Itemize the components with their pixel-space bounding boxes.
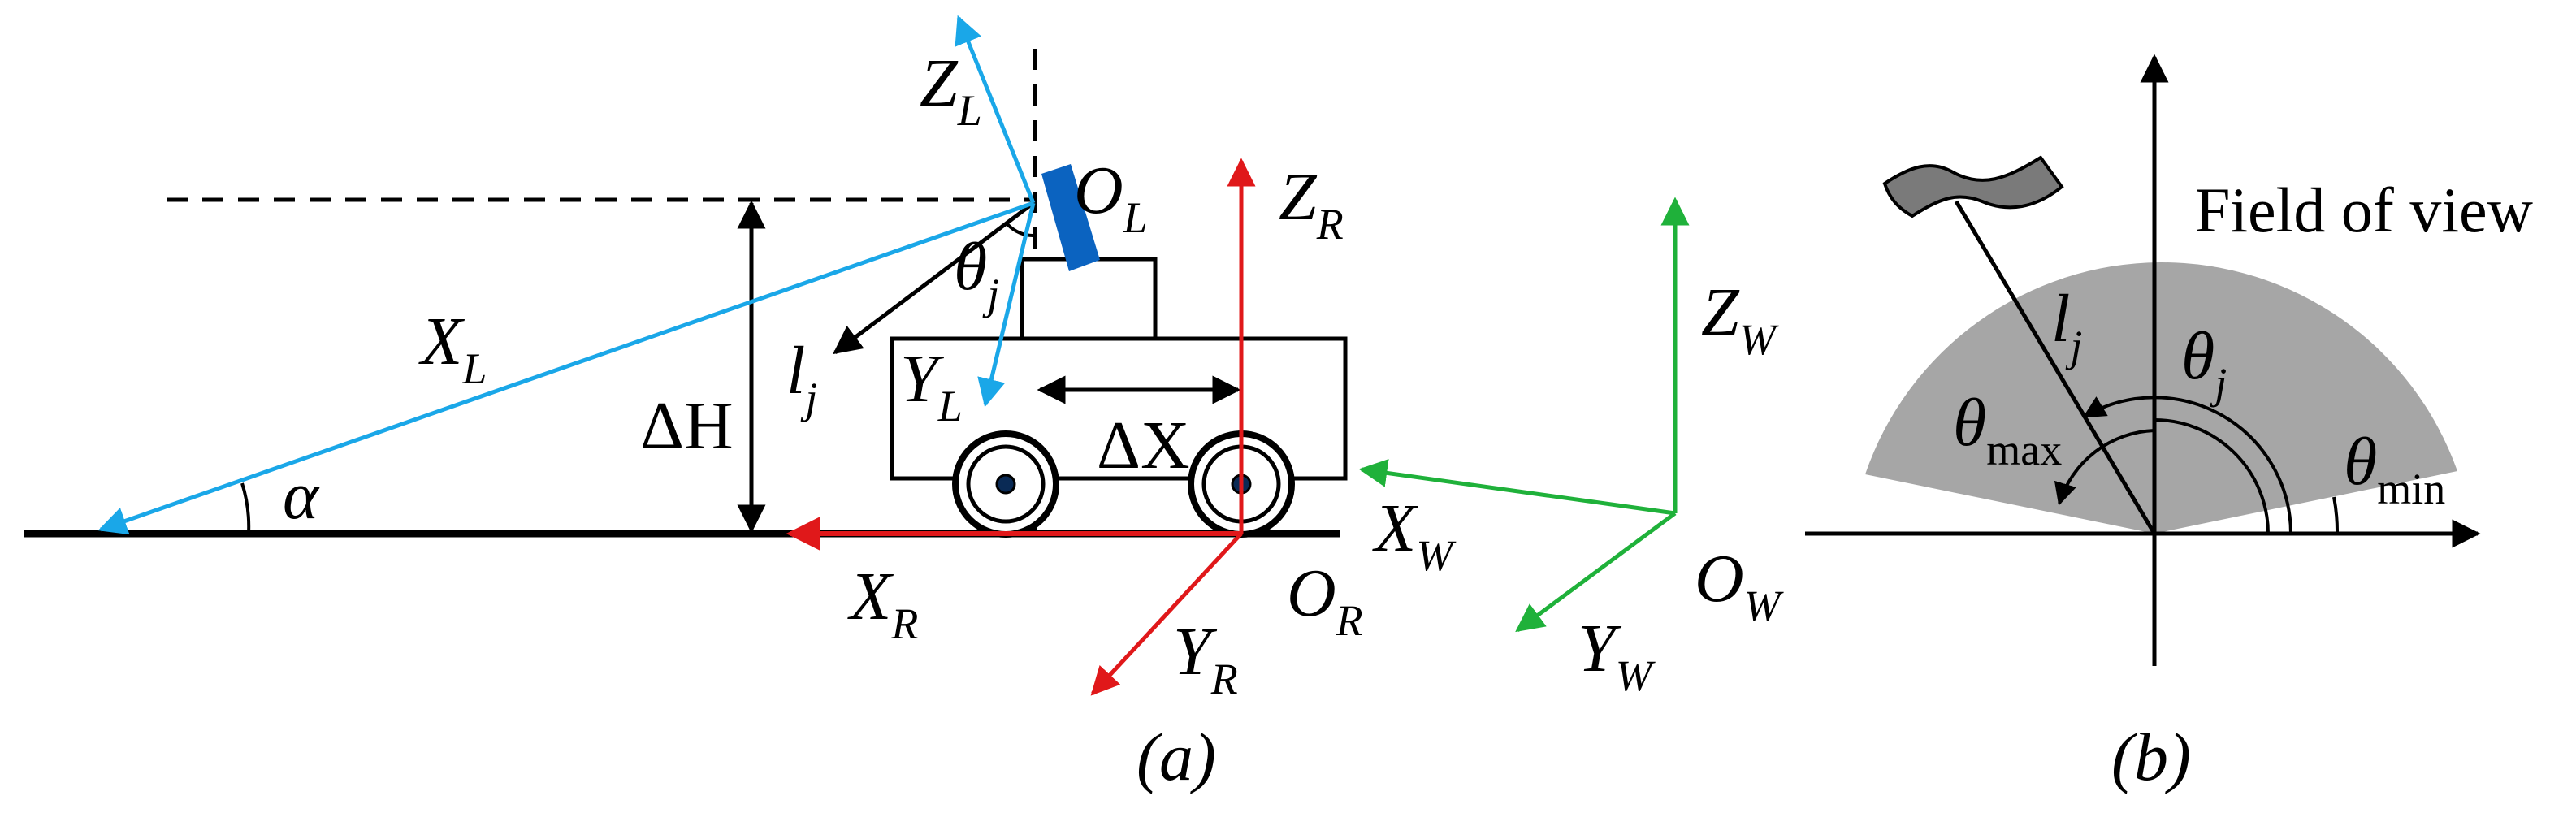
flag-pole-l-j [1954,200,2157,535]
front-wheel [952,430,1059,538]
lidar-z-axis [955,15,1036,204]
theta-j-arc [1006,223,1036,238]
label-l-j-b: lj [2051,281,2082,370]
alpha-arc [240,482,251,534]
theta-j-arc-inner [2154,418,2270,534]
label-o-r: OR [1287,556,1363,645]
robot-y-axis [1090,532,1243,696]
field-of-view-label: Field of view [2195,175,2533,245]
label-delta-h: ΔH [640,388,734,464]
theta-max-arc [2054,429,2155,506]
label-o-l: OL [1074,153,1148,242]
world-x-axis [1358,459,1676,516]
lidar-sensor-icon [1041,164,1100,271]
label-theta-j-a: θj [954,229,999,318]
lidar-y-axis [977,202,1036,408]
theta-min-arc [2332,496,2340,534]
caption-a: (a) [1136,720,1216,795]
robot-cabin [1020,257,1158,341]
caption-b: (b) [2111,720,2191,795]
panel-b: Field of view lj θj θmax θmin (b) [1805,54,2533,795]
label-l-j-a: lj [786,333,817,422]
label-theta-j-b: θj [2181,318,2227,408]
flag-icon [1882,155,2064,218]
label-o-w: OW [1695,541,1785,630]
label-theta-max: θmax [1953,385,2062,474]
panel-a: ZL OL XL θj lj YL ΔH ΔX α ZR XR YR OR ZW… [24,15,1785,795]
label-delta-x: ΔX [1097,408,1190,483]
label-z-r: ZR [1279,159,1344,249]
label-y-l: YL [900,341,963,430]
label-alpha: α [283,458,320,534]
label-x-r: XR [847,559,918,648]
label-x-w: XW [1372,491,1457,580]
label-y-r: YR [1173,614,1238,703]
world-y-axis [1515,511,1677,633]
lidar-x-axis [97,201,1034,535]
label-theta-min: θmin [2344,424,2445,513]
label-z-l: ZL [920,45,982,135]
theta-j-arc-b [2082,396,2292,534]
l-j-arrow [833,201,1035,355]
label-x-l: XL [418,304,487,393]
label-y-w: YW [1578,611,1656,700]
label-z-w: ZW [1701,275,1780,364]
